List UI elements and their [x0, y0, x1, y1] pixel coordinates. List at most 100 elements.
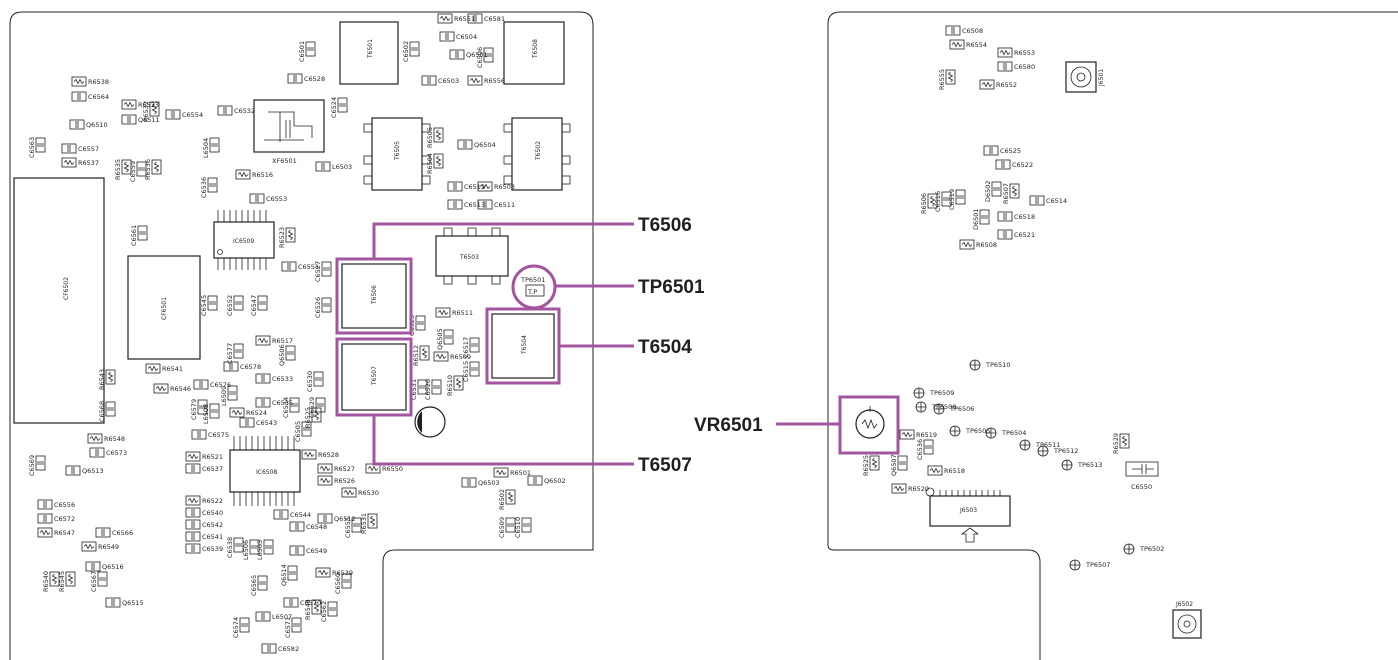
label-r6520: R6520: [908, 485, 929, 493]
part-r6522: R6522: [185, 495, 223, 506]
callout-t6504: T6504: [638, 337, 692, 358]
part-c6547: C6547: [250, 295, 268, 316]
label-c6543: C6543: [256, 419, 277, 427]
part-c6520: C6520: [424, 379, 442, 400]
part-c6582: C6582: [261, 643, 299, 654]
transformer-t6508: T6508: [503, 21, 565, 85]
part-r6504: R6504: [426, 153, 444, 174]
part-r6536: R6536: [144, 159, 162, 180]
part-r6549: R6549: [81, 541, 119, 552]
label-c6571: C6571: [284, 617, 292, 638]
label-c6556: C6556: [54, 501, 75, 509]
label-q6511: Q6511: [138, 116, 160, 124]
part-c6549: C6549: [289, 545, 327, 556]
part-r6532: R6532: [142, 101, 160, 122]
part-c6557: C6557: [61, 143, 99, 154]
label-r6518: R6518: [944, 467, 965, 475]
part-r6505: R6505: [426, 127, 444, 148]
part-r6519: R6519: [899, 429, 937, 440]
label-r6510: R6510: [446, 375, 454, 396]
label-c6572: C6572: [54, 515, 75, 523]
part-c6552: C6552: [226, 295, 244, 316]
label-r6527: R6527: [334, 465, 355, 473]
right-board-outline: [827, 11, 1398, 660]
part-c6548: C6548: [289, 521, 327, 532]
part-q6516: Q6516: [85, 561, 124, 572]
cf6501-label: CF6501: [161, 297, 168, 320]
label-c6544: C6544: [290, 511, 311, 519]
label-r6547: R6547: [54, 529, 75, 537]
part-c6533: C6533: [255, 373, 293, 384]
part-c6513: C6513: [447, 199, 485, 210]
part-c6502: C6502: [402, 41, 420, 62]
part-c6562: C6562: [320, 601, 338, 622]
label-l6506: L6506: [242, 540, 250, 560]
label-r6525: R6525: [862, 455, 870, 476]
part-c6527: C6527: [314, 261, 332, 282]
label-c6545: C6545: [200, 295, 208, 316]
part-d6502: D6502: [984, 180, 1002, 202]
part-c6578: C6578: [223, 361, 261, 372]
t6501-label: T6501: [367, 39, 374, 59]
label-c6569: C6569: [28, 455, 36, 476]
part-c6569: C6569: [28, 455, 46, 476]
part-q6505: Q6505: [436, 328, 454, 350]
label-c6577: C6577: [226, 343, 234, 364]
part-r6528: R6528: [301, 449, 339, 460]
label-r6541: R6541: [162, 365, 183, 373]
label-q6510: Q6510: [86, 121, 108, 129]
part-c6576: C6576: [193, 379, 231, 390]
label-c6522: C6522: [1012, 161, 1033, 169]
ic-6508: IC6508: [229, 436, 301, 506]
label-c6530: C6530: [306, 371, 314, 392]
label-tp6513: TP6513: [1077, 461, 1102, 469]
label-c6516: C6516: [934, 191, 942, 212]
part-c6560: C6560: [334, 573, 352, 594]
label-tp6507: TP6507: [1085, 561, 1110, 569]
part-c6565: C6565: [250, 575, 268, 596]
label-q6513: Q6513: [82, 467, 104, 475]
part-q6514: Q6514: [280, 564, 298, 586]
label-c6510: C6510: [514, 517, 522, 538]
part-r6543: R6543: [98, 369, 116, 390]
label-r6509: R6509: [450, 353, 471, 361]
t6504-label: T6504: [521, 335, 528, 355]
label-r6505: R6505: [426, 127, 434, 148]
part-c6515: C6515: [462, 361, 480, 382]
transformer-t6505: T6505: [363, 117, 431, 191]
label-r6544: R6544: [304, 599, 312, 620]
transformer-t6507: T6507: [341, 343, 407, 411]
label-c6533: C6533: [272, 375, 293, 383]
part-r6539: R6539: [315, 567, 353, 578]
highlight-tp6501: [511, 264, 634, 310]
part-c6571: C6571: [284, 617, 302, 638]
callout-t6507: T6507: [638, 455, 692, 476]
part-r6520: R6520: [891, 483, 929, 494]
label-c6542: C6542: [202, 521, 223, 529]
label-r6519: R6519: [916, 431, 937, 439]
part-c6551: C6551: [281, 261, 319, 272]
label-c6502: C6502: [402, 41, 410, 62]
part-r6533: R6533: [121, 99, 159, 110]
label-c6576: C6576: [210, 381, 231, 389]
label-c6529: C6529: [308, 397, 316, 418]
part-c6503: C6503: [421, 75, 459, 86]
label-q6501: Q6501: [466, 51, 488, 59]
label-c6532: C6532: [234, 107, 255, 115]
part-r6501: R6501: [493, 467, 531, 478]
part-r6525: R6525: [862, 455, 880, 476]
label-c6553: C6553: [266, 195, 287, 203]
xf6501-label: XF6501: [272, 157, 297, 165]
label-r6512: R6512: [412, 345, 420, 366]
left-board-outline: [9, 11, 594, 660]
crystal-xf6501: XF6501: [253, 99, 325, 165]
label-c6565: C6565: [250, 575, 258, 596]
label-tp6506: TP6506: [949, 405, 974, 413]
label-q6516: Q6516: [102, 563, 124, 571]
label-c6513: C6513: [464, 201, 485, 209]
label-c6559: C6559: [129, 161, 137, 182]
label-c6514: C6514: [1046, 197, 1067, 205]
label-d6501: D6501: [972, 208, 980, 230]
part-c6521: C6521: [997, 229, 1035, 240]
